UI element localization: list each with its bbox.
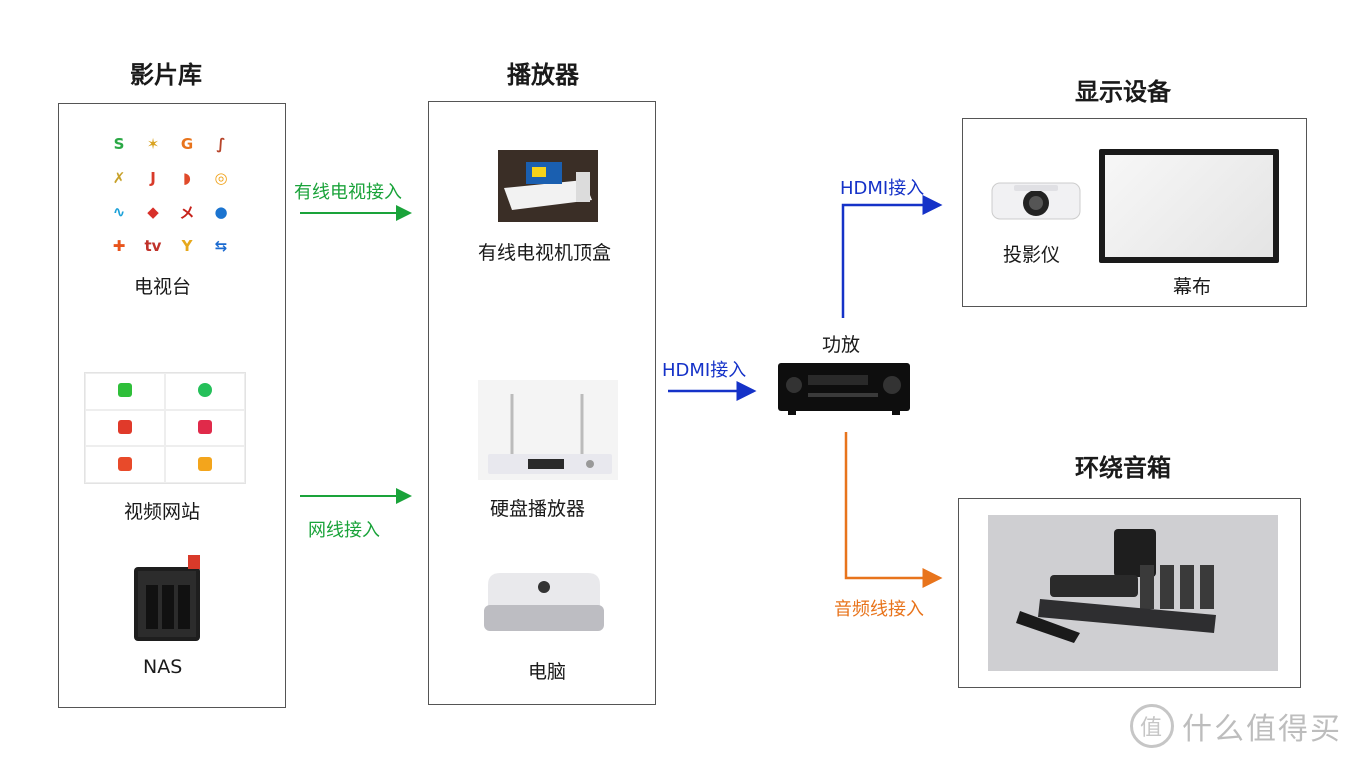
video-site-tile bbox=[165, 409, 245, 447]
video-sites-grid bbox=[84, 372, 246, 484]
nas-icon bbox=[134, 555, 200, 641]
hdmi-display-arrow bbox=[841, 195, 943, 318]
tv-station-logo-icon: ✶ bbox=[146, 135, 160, 153]
video-site-tile bbox=[85, 409, 165, 447]
surround-title: 环绕音箱 bbox=[1075, 454, 1171, 482]
sohu-video-icon bbox=[118, 419, 132, 434]
tv-station-logo-icon: J bbox=[150, 169, 156, 187]
tencent-video-icon bbox=[198, 383, 212, 398]
amplifier-icon bbox=[778, 363, 910, 415]
computer-label: 电脑 bbox=[528, 661, 567, 683]
set-top-box-label: 有线电视机顶盒 bbox=[478, 242, 612, 264]
surround-speakers-icon bbox=[988, 515, 1278, 671]
tv-station-logo-icon: ⇆ bbox=[214, 237, 228, 255]
cable-tv-connection-label: 有线电视接入 bbox=[294, 182, 402, 203]
tv-station-logo-icon: ∿ bbox=[112, 203, 126, 221]
tv-station-logo-icon: ◆ bbox=[147, 203, 159, 221]
library-title: 影片库 bbox=[130, 61, 202, 89]
video-sites-label: 视频网站 bbox=[124, 501, 201, 523]
tv-station-logo-icon: ◗ bbox=[183, 169, 191, 187]
tv-station-logo-icon: ● bbox=[214, 203, 228, 221]
network-connection-label: 网线接入 bbox=[308, 520, 380, 541]
hdmi-display-connection-label: HDMI接入 bbox=[840, 178, 925, 199]
hdmi-amp-connection-label: HDMI接入 bbox=[662, 360, 747, 381]
player-title: 播放器 bbox=[507, 61, 579, 89]
watermark-logo-icon: 值 bbox=[1130, 704, 1174, 748]
tv-station-logo-icon: G bbox=[180, 135, 194, 153]
watermark-text: 什么值得买 bbox=[1182, 712, 1342, 747]
video-site-tile bbox=[165, 373, 245, 410]
mango-tv-icon bbox=[118, 456, 132, 471]
projection-screen-icon bbox=[1099, 149, 1279, 263]
tv-station-logo-icon: ∫ bbox=[216, 135, 226, 153]
audio-arrow bbox=[844, 432, 943, 588]
video-site-tile bbox=[85, 446, 165, 483]
tv-station-logo-icon: メ bbox=[179, 203, 195, 222]
projector-icon bbox=[991, 182, 1081, 220]
set-top-box-icon bbox=[498, 150, 598, 222]
display-title: 显示设备 bbox=[1075, 78, 1171, 106]
video-site-tile bbox=[85, 373, 165, 410]
tv-station-logo-icon: ✗ bbox=[112, 169, 126, 187]
watermark: 值 什么值得买 bbox=[1130, 704, 1342, 748]
audio-connection-label: 音频线接入 bbox=[834, 599, 924, 620]
amp-label: 功放 bbox=[822, 334, 861, 356]
projector-label: 投影仪 bbox=[1003, 244, 1061, 266]
tv-station-logo-icon: S bbox=[113, 135, 125, 153]
tv-station-label: 电视台 bbox=[134, 276, 192, 298]
youku-video-icon bbox=[198, 419, 212, 434]
nas-label: NAS bbox=[143, 656, 183, 678]
computer-icon bbox=[484, 573, 604, 631]
screen-label: 幕布 bbox=[1173, 276, 1212, 298]
tv-station-logo-icon: ◎ bbox=[214, 169, 228, 187]
mgtv-icon bbox=[198, 456, 212, 471]
video-site-tile bbox=[165, 446, 245, 483]
tv-station-logo-icon: Y bbox=[181, 237, 193, 255]
tv-station-logo-icon: ✚ bbox=[112, 237, 126, 255]
hdd-player-label: 硬盘播放器 bbox=[490, 498, 586, 520]
hdd-player-icon bbox=[478, 380, 618, 480]
iqiyi-icon bbox=[118, 383, 132, 398]
tv-station-logo-icon: tv bbox=[144, 237, 162, 255]
